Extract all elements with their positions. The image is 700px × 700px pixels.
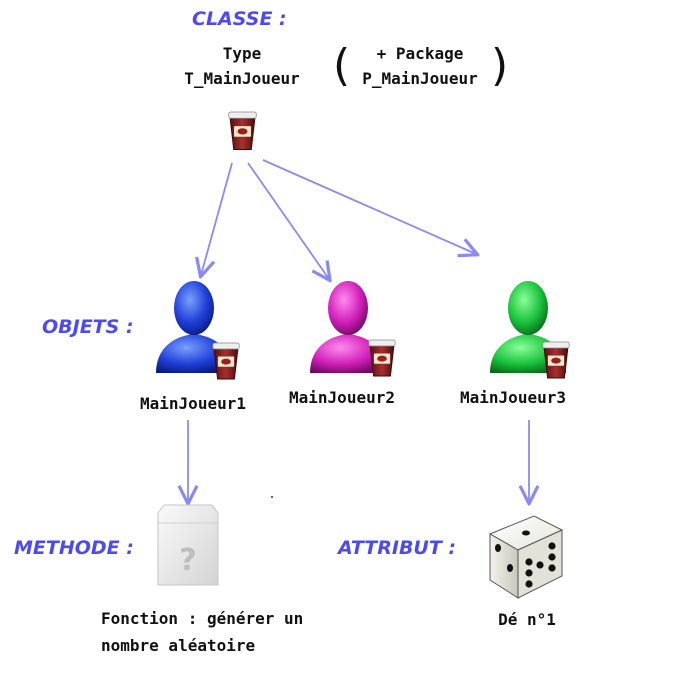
object3-name: MainJoueur3 <box>460 388 566 407</box>
class-type-name: T_MainJoueur <box>184 69 300 88</box>
close-paren: ) <box>491 40 509 91</box>
class-type-keyword: Type <box>222 44 262 63</box>
user-with-cup-icon <box>490 281 570 379</box>
question-box-icon: ? <box>157 504 219 586</box>
open-paren: ( <box>333 40 351 91</box>
attribute-name: Dé n°1 <box>498 610 556 629</box>
arrow-class-to-object2 <box>247 162 329 279</box>
classe-label: CLASSE : <box>192 8 287 30</box>
arrow-class-to-object1 <box>201 162 233 275</box>
dice-icon <box>488 515 564 599</box>
user-with-cup-icon <box>310 281 396 377</box>
object1-name: MainJoueur1 <box>140 394 246 413</box>
method-description-line1: Fonction : générer un <box>101 609 304 628</box>
package-name: P_MainJoueur <box>362 69 478 88</box>
coffee-cup-icon <box>228 111 257 151</box>
attribut-label: ATTRIBUT : <box>338 537 457 559</box>
stray-dot <box>271 496 273 498</box>
user-with-cup-icon <box>156 281 240 380</box>
arrow-class-to-object3 <box>262 159 476 254</box>
objets-label: OBJETS : <box>42 316 134 338</box>
method-description-line2: nombre aléatoire <box>101 636 256 655</box>
methode-label: METHODE : <box>14 537 134 559</box>
package-keyword: + Package <box>376 44 464 63</box>
object2-name: MainJoueur2 <box>289 388 395 407</box>
svg-text:?: ? <box>179 543 196 578</box>
